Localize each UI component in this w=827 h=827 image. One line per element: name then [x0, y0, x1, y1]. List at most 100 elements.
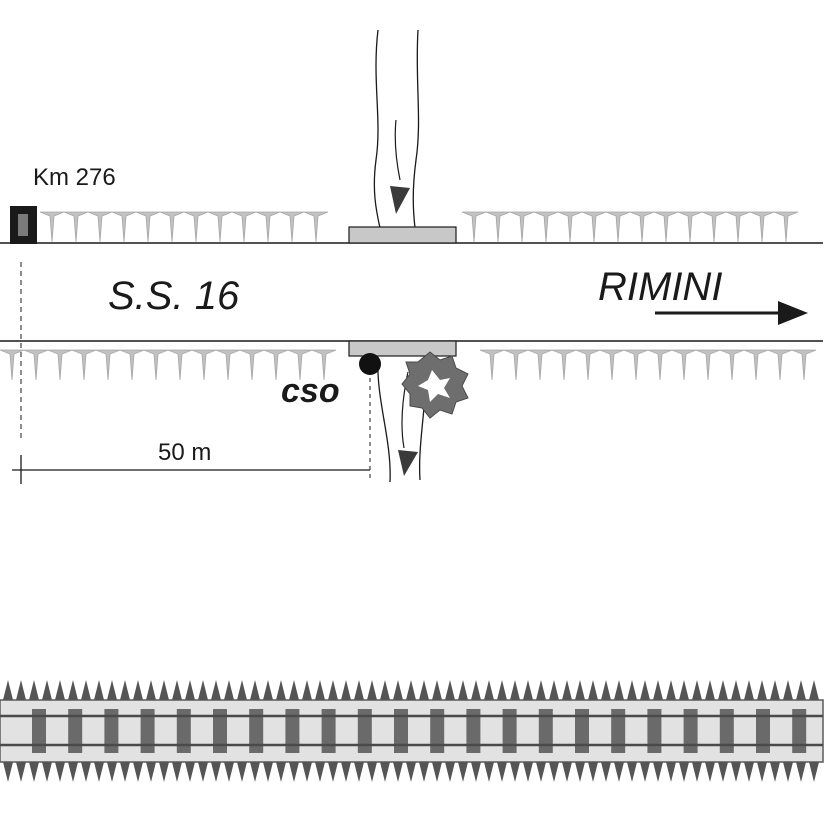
rail-fence-spike-icon: [445, 762, 455, 782]
rail-fence-spike-icon: [757, 762, 767, 782]
rail-fence-spike-icon: [354, 762, 364, 782]
rail-fence-spike-icon: [302, 762, 312, 782]
hedge-tree-icon: [479, 349, 505, 381]
rail-fence-spike-icon: [107, 762, 117, 782]
rail-fence-spike-icon: [159, 762, 169, 782]
rail-fence-spike-icon: [458, 680, 468, 700]
hedge-tree-icon: [279, 211, 305, 243]
rail-fence-spike-icon: [276, 680, 286, 700]
rail-sleeper: [756, 709, 770, 753]
rail-fence-spike-icon: [198, 680, 208, 700]
km-marker-label: Km 276: [33, 164, 116, 191]
rail-sleeper: [575, 709, 589, 753]
stream-flow-arrow-icon: [390, 186, 410, 214]
hedge-tree-icon: [533, 211, 559, 243]
rail-sleeper: [321, 709, 336, 753]
rail-sleeper: [683, 709, 698, 753]
hedge-tree-icon: [303, 211, 329, 243]
hedge-tree-icon: [767, 349, 793, 381]
rail-fence-spike-icon: [276, 762, 286, 782]
rail-fence-spike-icon: [679, 762, 689, 782]
bridge-deck-north: [348, 226, 457, 244]
hedge-tree-icon: [575, 349, 601, 381]
hedge-tree-icon: [599, 349, 625, 381]
rail-fence-spike-icon: [692, 680, 702, 700]
rail-fence-spike-icon: [380, 762, 390, 782]
rail-fence-spike-icon: [94, 680, 104, 700]
rail-sleeper: [104, 709, 119, 753]
rail-fence-spike-icon: [666, 762, 676, 782]
rail-fence-spike-icon: [653, 680, 663, 700]
hedge-tree-icon: [629, 211, 655, 243]
rail-fence-spike-icon: [224, 680, 234, 700]
rail-fence-spike-icon: [705, 762, 715, 782]
rail-fence-spike-icon: [497, 762, 507, 782]
rail-fence-spike-icon: [627, 762, 637, 782]
hedge-tree-icon: [461, 211, 487, 243]
railway-track-icon: [0, 680, 824, 782]
rail-fence-spike-icon: [562, 762, 572, 782]
bridge-deck-south: [348, 340, 457, 357]
rail-fence-spike-icon: [653, 762, 663, 782]
rail-fence-spike-icon: [250, 762, 260, 782]
rail-fence-spike-icon: [510, 680, 520, 700]
rail-fence-spike-icon: [367, 680, 377, 700]
hedge-tree-icon: [87, 211, 113, 243]
rail-fence-spike-icon: [471, 680, 481, 700]
road-name-label: S.S. 16: [108, 274, 240, 318]
rail-fence-spike-icon: [770, 762, 780, 782]
site-marker-icon: [359, 353, 381, 375]
rail-fence-spike-icon: [3, 680, 13, 700]
hedge-row-north-west: [39, 211, 329, 243]
rail-fence-spike-icon: [666, 680, 676, 700]
rail-fence-spike-icon: [55, 762, 65, 782]
rail-fence-spike-icon: [432, 680, 442, 700]
hedge-tree-icon: [581, 211, 607, 243]
hedge-tree-icon: [671, 349, 697, 381]
rail-fence-spike-icon: [484, 762, 494, 782]
rail-fence-spike-icon: [172, 680, 182, 700]
rail-fence-spike-icon: [783, 762, 793, 782]
hedge-tree-icon: [39, 211, 65, 243]
rail-fence-spike-icon: [133, 762, 143, 782]
rail-fence-spike-icon: [263, 680, 273, 700]
rail-fence-spike-icon: [731, 680, 741, 700]
hedge-tree-icon: [119, 349, 145, 381]
rail-sleeper: [176, 709, 191, 753]
rail-fence-spike-icon: [796, 762, 806, 782]
rail-fence-spike-icon: [601, 680, 611, 700]
rail-fence-spike-icon: [510, 762, 520, 782]
rail-fence-spike-icon: [263, 762, 273, 782]
rail-fence-spike-icon: [289, 680, 299, 700]
rail-sleeper: [611, 709, 626, 753]
hedge-tree-icon: [95, 349, 121, 381]
rail-fence-spike-icon: [94, 762, 104, 782]
hedge-tree-icon: [695, 349, 721, 381]
rail-sleeper: [719, 709, 734, 753]
rail-fence-spike-icon: [419, 680, 429, 700]
hedge-tree-icon: [749, 211, 775, 243]
rail-fence-spike-icon: [731, 762, 741, 782]
rail-fence-spike-icon: [107, 680, 117, 700]
rail-sleeper: [430, 709, 445, 753]
rail-fence-spike-icon: [627, 680, 637, 700]
hedge-tree-icon: [255, 211, 281, 243]
rail-fence-spike-icon: [744, 762, 754, 782]
distance-label: 50 m: [158, 439, 211, 466]
hedge-tree-icon: [71, 349, 97, 381]
rail-fence-spike-icon: [172, 762, 182, 782]
rail-fence-spike-icon: [185, 762, 195, 782]
rail-fence-spike-icon: [614, 762, 624, 782]
rail-fence-spike-icon: [29, 762, 39, 782]
rail-fence-spike-icon: [380, 680, 390, 700]
rail-fence-spike-icon: [302, 680, 312, 700]
rail-fence-spike-icon: [419, 762, 429, 782]
rail-fence-spike-icon: [120, 762, 130, 782]
rail-fence-spike-icon: [328, 762, 338, 782]
rail-sleeper: [249, 709, 264, 753]
rail-fence-spike-icon: [497, 680, 507, 700]
rail-fence-spike-icon: [562, 680, 572, 700]
rail-fence-spike-icon: [68, 762, 78, 782]
rail-fence-spike-icon: [211, 680, 221, 700]
